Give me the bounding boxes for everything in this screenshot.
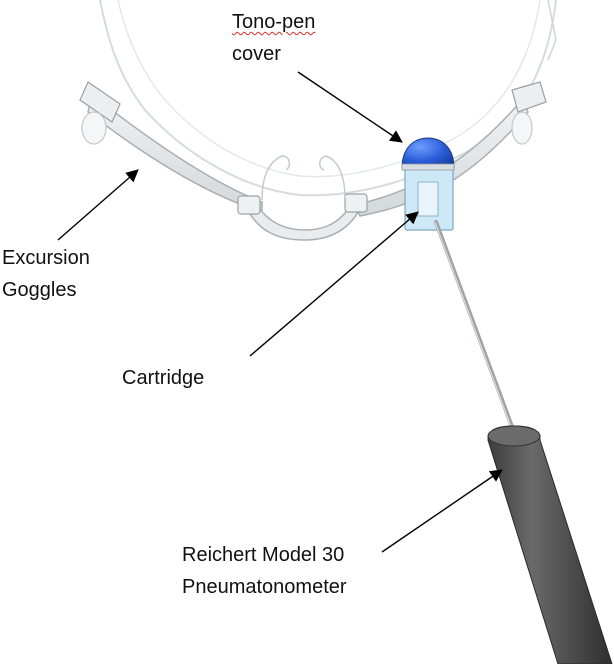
arrow-goggles bbox=[57, 169, 139, 241]
cartridge-inner bbox=[417, 181, 439, 217]
goggle-lens-edge-right bbox=[547, 0, 557, 61]
pneumatonometer-tip bbox=[487, 425, 541, 447]
goggle-hinge-left bbox=[79, 81, 121, 123]
label-cartridge-text: Cartridge bbox=[122, 367, 205, 389]
label-tonopen-cover: Tono-pen cover bbox=[232, 6, 315, 70]
tonopen-assembly bbox=[401, 137, 455, 231]
label-pneumatonometer-line2: Pneumatonometer bbox=[182, 576, 347, 598]
goggle-eyecup-left bbox=[261, 155, 291, 201]
arrow-cover bbox=[297, 71, 403, 143]
label-pneumatonometer: Reichert Model 30 Pneumatonometer bbox=[182, 539, 347, 603]
label-excursion-goggles-line1: Excursion bbox=[2, 247, 90, 269]
label-excursion-goggles-line2: Goggles bbox=[2, 279, 77, 301]
arrow-cartridge bbox=[249, 211, 419, 357]
label-cartridge: Cartridge bbox=[122, 362, 204, 394]
label-pneumatonometer-line1: Reichert Model 30 bbox=[182, 544, 345, 566]
label-tonopen-cover-line1: Tono-pen bbox=[232, 11, 316, 33]
arrow-tonometer bbox=[381, 469, 503, 553]
goggle-shell-inner bbox=[117, 0, 541, 178]
pneumatonometer-body bbox=[487, 425, 613, 664]
goggle-clip-right bbox=[344, 193, 368, 213]
probe-shaft-highlight bbox=[434, 221, 514, 433]
goggle-hinge-right bbox=[511, 81, 547, 113]
probe-shaft bbox=[434, 220, 516, 434]
tonopen-cover-rim bbox=[401, 163, 455, 171]
goggle-strap-knob-right bbox=[511, 111, 533, 145]
label-tonopen-cover-line2: cover bbox=[232, 43, 281, 65]
label-excursion-goggles: Excursion Goggles bbox=[2, 242, 90, 306]
goggle-clip-left bbox=[237, 195, 261, 215]
goggle-eyecup-right bbox=[319, 155, 346, 199]
goggles bbox=[79, 0, 557, 241]
tonopen-cover bbox=[401, 137, 455, 169]
pneumatonometer bbox=[487, 425, 613, 664]
goggle-strap-knob-left bbox=[81, 111, 107, 145]
